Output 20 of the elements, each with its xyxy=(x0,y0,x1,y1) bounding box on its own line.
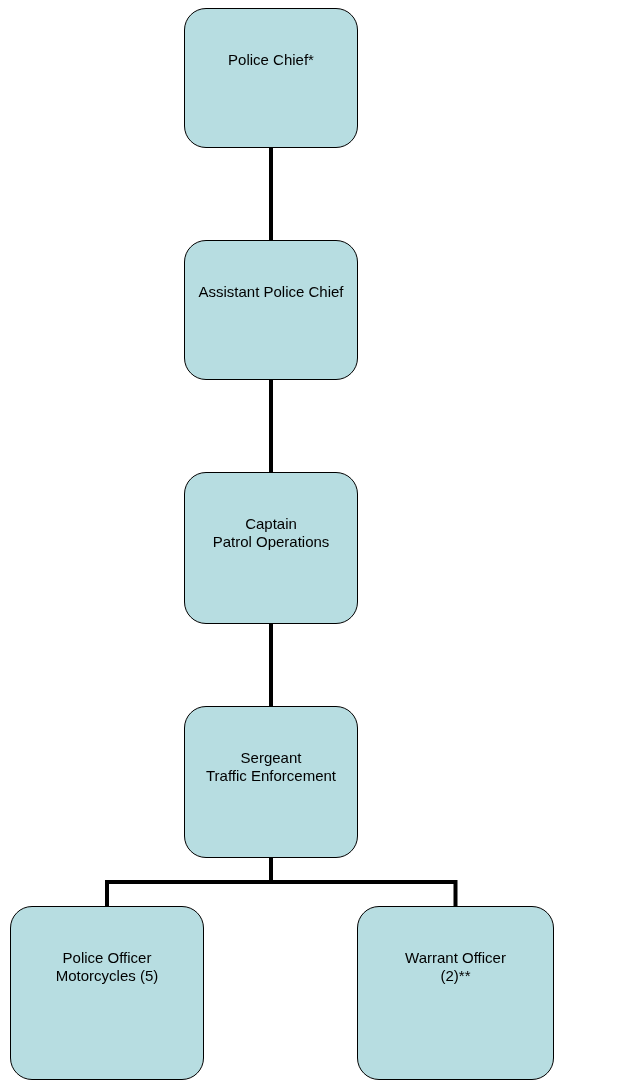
position-box xyxy=(184,240,358,380)
position-box xyxy=(357,906,554,1080)
connector-line xyxy=(269,380,273,472)
position-box xyxy=(184,706,358,858)
connector-line xyxy=(269,148,273,240)
position-title: Assistant Police Chief xyxy=(198,283,344,301)
connector-line xyxy=(269,858,458,906)
position-title: Traffic Enforcement xyxy=(205,767,337,785)
position-title: (2)** xyxy=(440,967,471,985)
position-title: Police Officer xyxy=(62,949,152,967)
position-title: Patrol Operations xyxy=(212,533,330,551)
position-box xyxy=(184,472,358,624)
position-title: Motorcycles (5) xyxy=(55,967,159,985)
position-title: Police Chief* xyxy=(228,51,314,69)
position-box xyxy=(184,8,358,148)
connector-line xyxy=(269,624,273,706)
position-title: Sergeant xyxy=(240,749,302,767)
position-box xyxy=(10,906,204,1080)
position-title: Captain xyxy=(245,515,297,533)
position-title: Warrant Officer xyxy=(405,949,506,967)
